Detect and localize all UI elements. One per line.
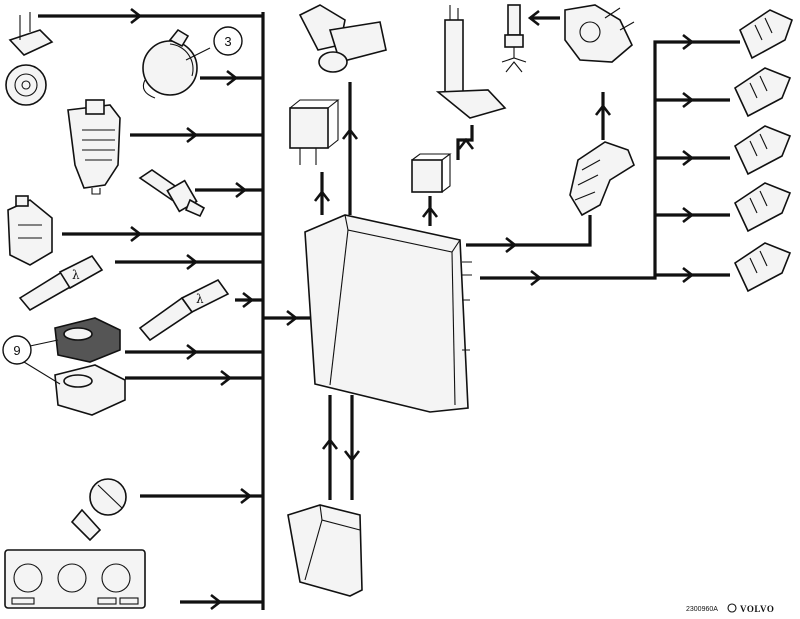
fuel-injector-icon (733, 67, 792, 118)
oxygen-sensor-icon: λ (138, 278, 230, 342)
throttle-position-sensor-icon (142, 28, 198, 99)
fuel-injector-icon (733, 182, 792, 233)
ignition-coil-icon (569, 141, 635, 217)
diagnostic-module-icon (287, 504, 363, 597)
pressure-sensor-icon (5, 12, 54, 106)
engine-control-module-icon (304, 214, 472, 413)
relay-icon (411, 153, 452, 193)
fuel-injector-icon (739, 9, 793, 60)
spark-plug-icon (501, 4, 527, 73)
fuel-injector-icon (733, 125, 792, 176)
input-wiring (38, 7, 318, 611)
position-sensor-icon (7, 195, 53, 266)
output-wiring (313, 9, 740, 500)
brand-logo: VOLVO (727, 603, 774, 614)
callout-9: 9 (2, 335, 61, 385)
pressure-switch-icon (70, 478, 127, 542)
lambda-symbol: λ (196, 292, 204, 306)
callout-3: 3 (185, 26, 243, 61)
knock-sensor-icon (54, 364, 126, 416)
relay-icon (289, 99, 340, 165)
distributor-icon (564, 4, 635, 63)
callout-label: 3 (224, 34, 231, 49)
oxygen-sensor-icon: λ (18, 254, 104, 312)
figure-reference: 2300960A (686, 606, 718, 613)
temperature-sensor-icon (138, 169, 206, 218)
callout-label: 9 (13, 343, 20, 358)
fuel-injector-icon (733, 242, 792, 293)
mass-air-flow-sensor-icon (67, 99, 121, 195)
knock-sensor-icon (54, 317, 121, 363)
idle-air-valve-icon (298, 4, 387, 73)
lambda-symbol: λ (72, 268, 80, 282)
climate-control-panel-icon (4, 549, 146, 609)
fuel-pump-icon (435, 5, 507, 119)
brand-name: VOLVO (740, 604, 774, 614)
